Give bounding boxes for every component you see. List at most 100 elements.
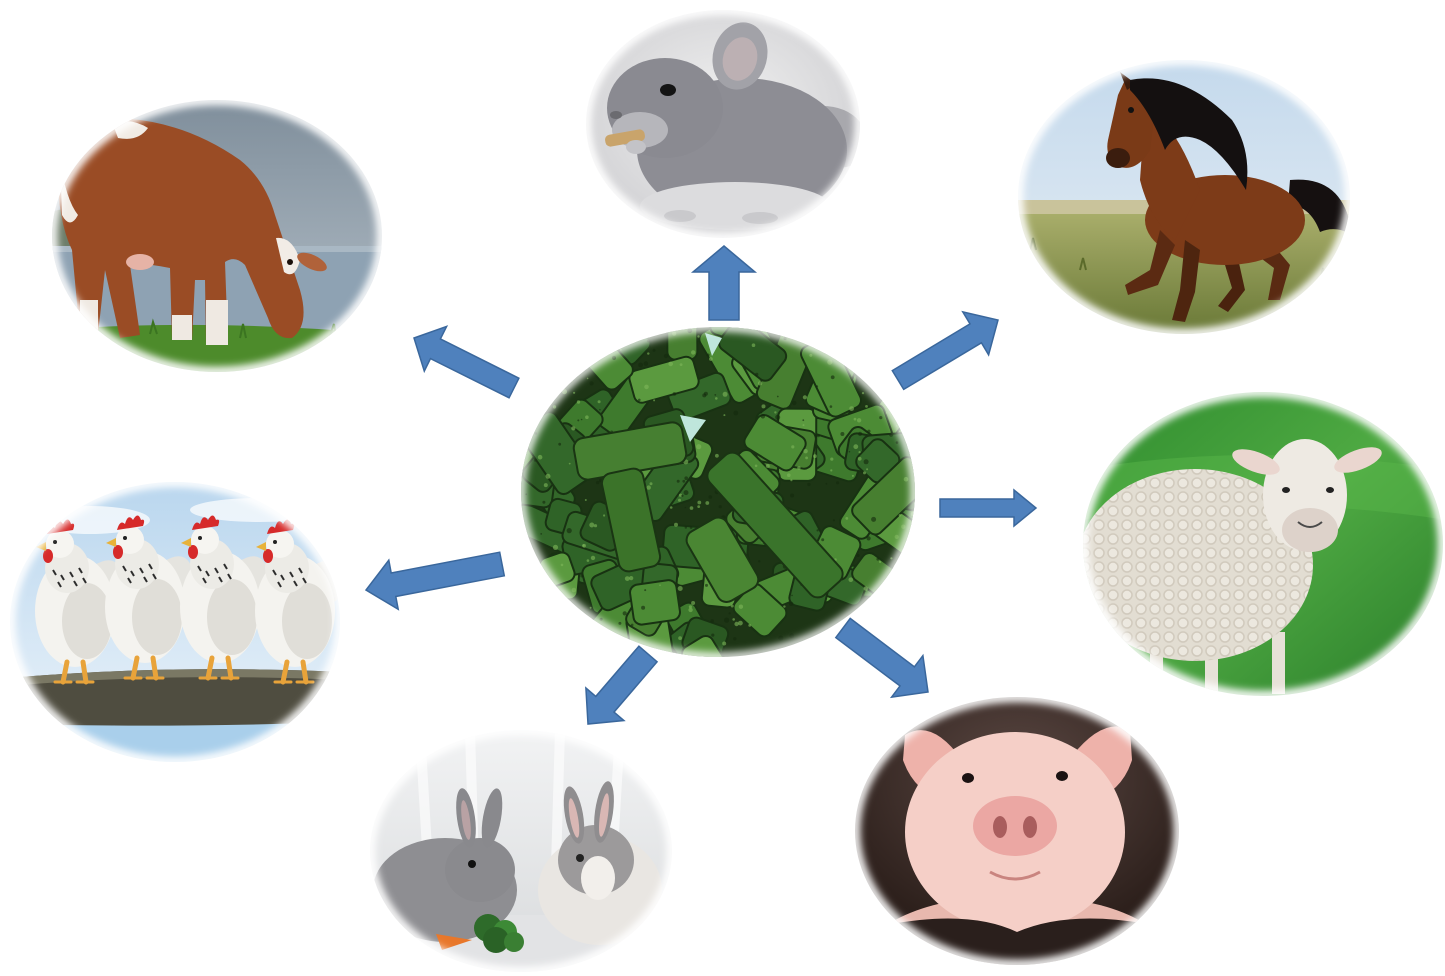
pellet-speckle [890,557,892,559]
pellet-speckle [585,499,587,501]
pellet-speckle [577,400,580,403]
pellet-speckle [778,636,783,641]
pellet-speckle [653,399,655,401]
pellet-speckle [705,584,708,587]
pellet-speckle [817,434,820,437]
pellet-speckle [569,463,571,465]
pellet-speckle [647,485,651,489]
pellet-speckle [711,634,714,637]
pellet-speckle [603,514,605,516]
pellet-speckle [791,445,794,448]
pellet-speckle [733,637,736,640]
pellet-speckle [629,576,633,580]
pellet-speckle [623,611,627,615]
pellet-speckle [729,612,731,614]
pellet-speckle [585,415,589,419]
pellet-speckle [830,405,833,408]
pellet-speckle [618,622,621,625]
pellet-speckle [572,588,577,593]
pellet-speckle [596,481,599,484]
pellet-speckle [755,465,758,468]
pellet-speckle [696,444,701,449]
pellet-speckle [758,560,760,562]
pellet-speckle [738,621,743,626]
pellet-speckle [803,424,805,426]
pellet-speckle [641,606,645,610]
pellet-speckle [638,363,643,368]
pellet-speckle [899,514,902,517]
pellet-speckle [525,493,527,495]
pellet-speckle [650,482,653,485]
pellet-speckle [573,392,575,394]
pellet-speckle [704,392,708,396]
pellet-speckle [714,394,716,396]
pellet-speckle [644,385,649,390]
pellet-speckle [858,457,862,461]
pellet-speckle [707,354,710,357]
pellet-speckle [723,392,728,397]
pellet-speckle [715,397,718,400]
pellet-speckle [709,357,713,361]
pellet-speckle [826,483,828,485]
pellet-speckle [598,400,601,403]
pellet-speckle [734,622,738,626]
pellet-speckle [864,586,868,590]
pellet-speckle [644,361,649,366]
pellet-speckle [876,558,879,561]
pellet-speckle [681,495,683,497]
pellet-speckle [853,444,858,449]
pellet-speckle [849,451,851,453]
pellet-speckle [697,501,701,505]
pellet-speckle [787,473,791,477]
pellet-speckle [558,443,561,446]
pellet-speckle [664,354,668,358]
pellet-speckle [790,479,792,481]
pellet-speckle [538,455,543,460]
pellet-speckle [684,490,689,495]
pellet-speckle [722,642,726,646]
pellet-speckle [863,471,866,474]
pellet-speckle [677,480,680,483]
pellet-speckle [668,362,673,367]
pellet-speckle [577,419,579,421]
pellet-speckle [685,507,687,509]
pellet-speckle [684,476,688,480]
pellet-speckle [791,595,793,597]
pellet-speckle [840,432,844,436]
pellet-speckle [678,636,682,640]
pellet-speckle [857,554,860,557]
pellet-speckle [803,449,807,453]
pellet-speckle [871,517,876,522]
pellet-speckle [830,469,832,471]
pellet-speckle [534,459,537,462]
pellet-speckle [904,477,909,482]
pellet-speckle [691,601,695,605]
pellet-speckle [896,441,899,444]
pellet-speckle [542,501,545,504]
pellet-speckle [866,468,868,470]
pellet-speckle [691,350,695,354]
pellet-speckle [857,418,861,422]
pellet-speckle [644,589,646,591]
pellet-speckle [864,459,869,464]
pellet-speckle [719,505,722,508]
pellet-speckle [680,363,683,366]
pellet-speckle [789,602,793,606]
pellet-speckle [690,506,694,510]
pellet-speckle [775,415,780,420]
pellet-speckle [816,385,818,387]
pellet-speckle [625,576,630,581]
pellet-speckle [591,556,595,560]
pellet-speckle [813,454,817,458]
pellet-speckle [553,545,558,550]
pellet-speckle [865,405,868,408]
pellet-speckle [879,416,882,419]
pellet-speckle [732,618,735,621]
pellet-speckle [805,457,808,460]
pellet-speckle [589,523,594,528]
pellet-speckle [599,409,601,411]
pellet-speckle [715,454,719,458]
pellet-speckle [859,451,861,453]
pellet-speckle [766,464,770,468]
pellet-speckle [783,605,785,607]
